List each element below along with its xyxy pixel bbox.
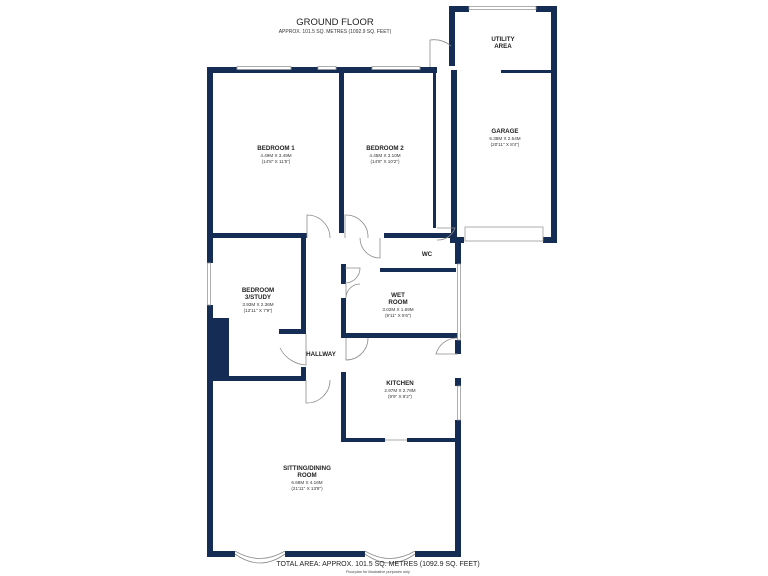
bedroom1-dims-ft: (14'8" X 11'5") xyxy=(262,159,291,164)
room-bedroom2: BEDROOM 2 4.45M X 3.10M (14'8" X 10'2") xyxy=(366,145,404,164)
room-kitchen: KITCHEN 2.97M X 2.78M (9'9" X 9'2") xyxy=(384,380,415,399)
doors xyxy=(234,39,459,564)
interior-walls xyxy=(207,73,461,442)
kitchen-dims-m: 2.97M X 2.78M xyxy=(384,388,415,393)
sitting-dims-ft: (21'11" X 13'8") xyxy=(291,486,323,491)
sitting-name-line1: SITTING/DINING xyxy=(283,465,331,472)
room-bedroom3: BEDROOM 3/STUDY 3.93M X 2.36M (12'11" X … xyxy=(242,287,274,313)
bedroom2-dims-ft: (14'8" X 10'2") xyxy=(370,159,399,164)
bedroom3-name-line2: 3/STUDY xyxy=(245,294,272,301)
room-wc: WC xyxy=(422,251,433,258)
room-wetroom: WET ROOM 3.02M X 1.69M (9'11" X 5'6") xyxy=(382,292,413,318)
bedroom3-name-line1: BEDROOM xyxy=(242,287,274,294)
utility-name-line1: UTILITY xyxy=(491,36,515,43)
room-bedroom1: BEDROOM 1 4.49M X 3.49M (14'8" X 11'5") xyxy=(257,145,295,164)
bedroom2-name: BEDROOM 2 xyxy=(366,145,404,152)
sitting-dims-m: 6.68M X 4.16M xyxy=(291,480,322,485)
garage-dims-ft: (20'11" X 8'4") xyxy=(491,142,520,147)
floor-title: GROUND FLOOR xyxy=(296,17,374,28)
floor-area-subtitle: APPROX. 101.5 SQ. METRES (1092.9 SQ. FEE… xyxy=(279,29,392,35)
bedroom1-dims-m: 4.49M X 3.49M xyxy=(260,153,291,158)
room-hallway: HALLWAY xyxy=(306,351,337,358)
garage-dims-m: 6.38M X 2.54M xyxy=(489,136,520,141)
kitchen-name: KITCHEN xyxy=(386,380,414,387)
bedroom2-dims-m: 4.45M X 3.10M xyxy=(369,153,400,158)
garage-name: GARAGE xyxy=(491,128,518,135)
total-area: TOTAL AREA: APPROX. 101.5 SQ. METRES (10… xyxy=(276,561,479,568)
wetroom-name-line1: WET xyxy=(391,292,405,299)
hallway-name: HALLWAY xyxy=(306,351,337,358)
windows xyxy=(207,6,544,421)
wc-name: WC xyxy=(422,251,433,258)
utility-name-line2: AREA xyxy=(494,43,512,50)
bedroom3-dims-ft: (12'11" X 7'9") xyxy=(244,308,273,313)
bedroom1-name: BEDROOM 1 xyxy=(257,145,295,152)
room-garage: GARAGE 6.38M X 2.54M (20'11" X 8'4") xyxy=(489,128,520,147)
room-utility: UTILITY AREA xyxy=(491,36,515,50)
wetroom-dims-m: 3.02M X 1.69M xyxy=(382,307,413,312)
room-sitting-dining: SITTING/DINING ROOM 6.68M X 4.16M (21'11… xyxy=(283,465,331,491)
sitting-name-line2: ROOM xyxy=(297,472,316,479)
illustrative-note: Floorplan for illustrative purposes only xyxy=(346,570,410,574)
kitchen-dims-ft: (9'9" X 9'2") xyxy=(388,394,412,399)
wetroom-name-line2: ROOM xyxy=(388,299,407,306)
outer-walls xyxy=(207,6,557,557)
bedroom3-dims-m: 3.93M X 2.36M xyxy=(242,302,273,307)
wetroom-dims-ft: (9'11" X 5'6") xyxy=(385,313,412,318)
